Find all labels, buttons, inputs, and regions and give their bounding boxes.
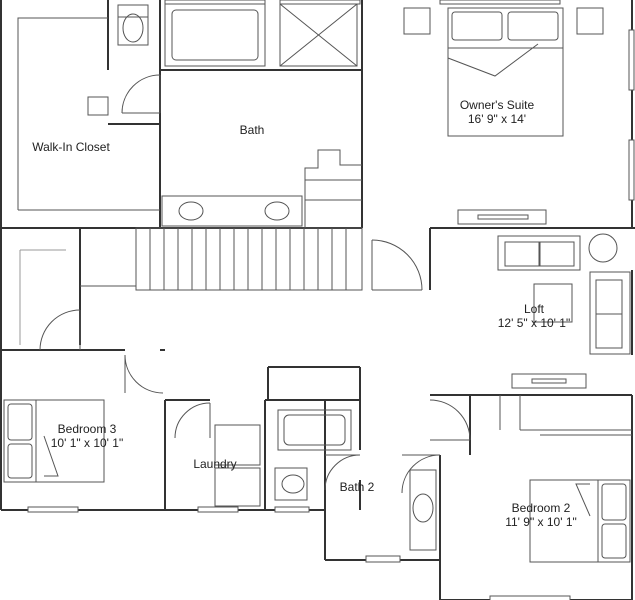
- room-name: Loft: [523, 302, 545, 316]
- windows: [27, 0, 635, 600]
- room-name: Bath: [239, 123, 265, 137]
- doors: [39, 74, 471, 494]
- room-label-bedroom-2: Bedroom 2 11' 9" x 10' 1": [505, 501, 577, 529]
- closet-shelving: [17, 17, 160, 211]
- owners-suite-furniture: [403, 7, 604, 225]
- room-name: Bath 2: [339, 480, 375, 494]
- room-label-walk-in-closet: Walk-In Closet: [32, 140, 110, 154]
- room-label-bedroom-3: Bedroom 3 10' 1" x 10' 1": [51, 422, 123, 450]
- room-label-bath: Bath: [240, 123, 265, 137]
- room-label-laundry: Laundry: [193, 457, 236, 471]
- room-label-loft: Loft 12' 5" x 10' 1": [498, 302, 570, 330]
- room-name: Bedroom 2: [511, 501, 571, 515]
- room-dimensions: 12' 5" x 10' 1": [497, 316, 571, 330]
- loft-furniture: [497, 233, 631, 389]
- room-name: Laundry: [193, 457, 237, 471]
- room-dimensions: 10' 1" x 10' 1": [50, 436, 124, 450]
- room-label-owners-suite: Owner's Suite 16' 9" x 14': [460, 98, 534, 126]
- room-name: Owner's Suite: [459, 98, 535, 112]
- room-dimensions: 11' 9" x 10' 1": [505, 515, 577, 529]
- room-name: Walk-In Closet: [32, 140, 110, 154]
- bedroom-2-furniture: [529, 479, 631, 563]
- room-name: Bedroom 3: [57, 422, 117, 436]
- room-label-bath-2: Bath 2: [340, 480, 375, 494]
- bedroom-3-furniture: [3, 399, 105, 483]
- room-dimensions: 16' 9" x 14': [467, 112, 527, 126]
- bath-fixtures: [117, 3, 362, 228]
- laundry-bath2-fixtures: [214, 395, 632, 551]
- staircase: [19, 227, 363, 345]
